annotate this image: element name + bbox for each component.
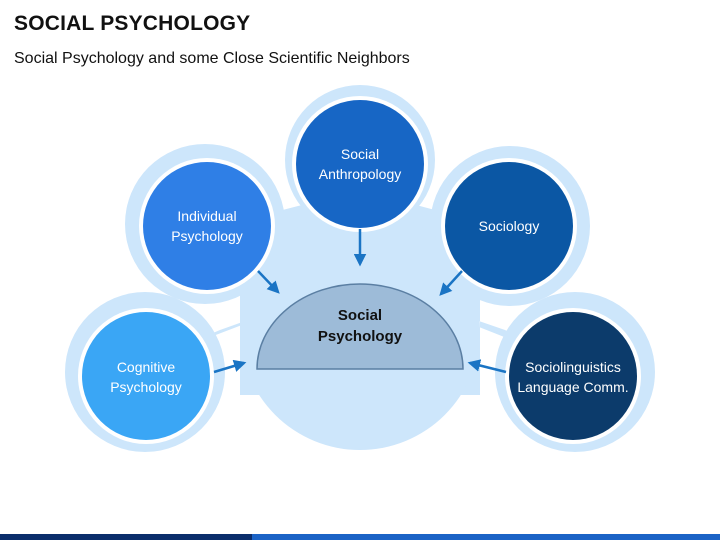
node-label-sociolinguistics: Sociolinguistics Language Comm. — [517, 359, 629, 395]
center-label: Social Psychology — [317, 307, 403, 345]
arrow-from-sociology — [439, 270, 463, 296]
circle-anthropology — [296, 100, 424, 228]
arrow-from-individual — [257, 270, 280, 294]
arrow-from-sociolinguistics — [467, 359, 507, 374]
node-label-cognitive: Cognitive Psychology — [110, 359, 182, 395]
circle-cognitive — [82, 312, 210, 440]
page-subtitle: Social Psychology and some Close Scienti… — [14, 50, 410, 67]
node-label-individual: Individual Psychology — [171, 208, 243, 244]
circle-sociolinguistics — [509, 312, 637, 440]
circle-individual — [143, 162, 271, 290]
node-label-anthropology: Social Anthropology — [318, 146, 402, 182]
node-circles — [78, 96, 641, 444]
arrow-from-cognitive — [213, 359, 247, 374]
connector-arrows — [213, 229, 507, 374]
footer-bar — [0, 534, 720, 540]
center-dome — [256, 283, 464, 370]
node-label-sociology: Sociology — [478, 218, 540, 234]
page-title: SOCIAL PSYCHOLOGY — [14, 12, 251, 35]
circle-sociology — [445, 162, 573, 290]
